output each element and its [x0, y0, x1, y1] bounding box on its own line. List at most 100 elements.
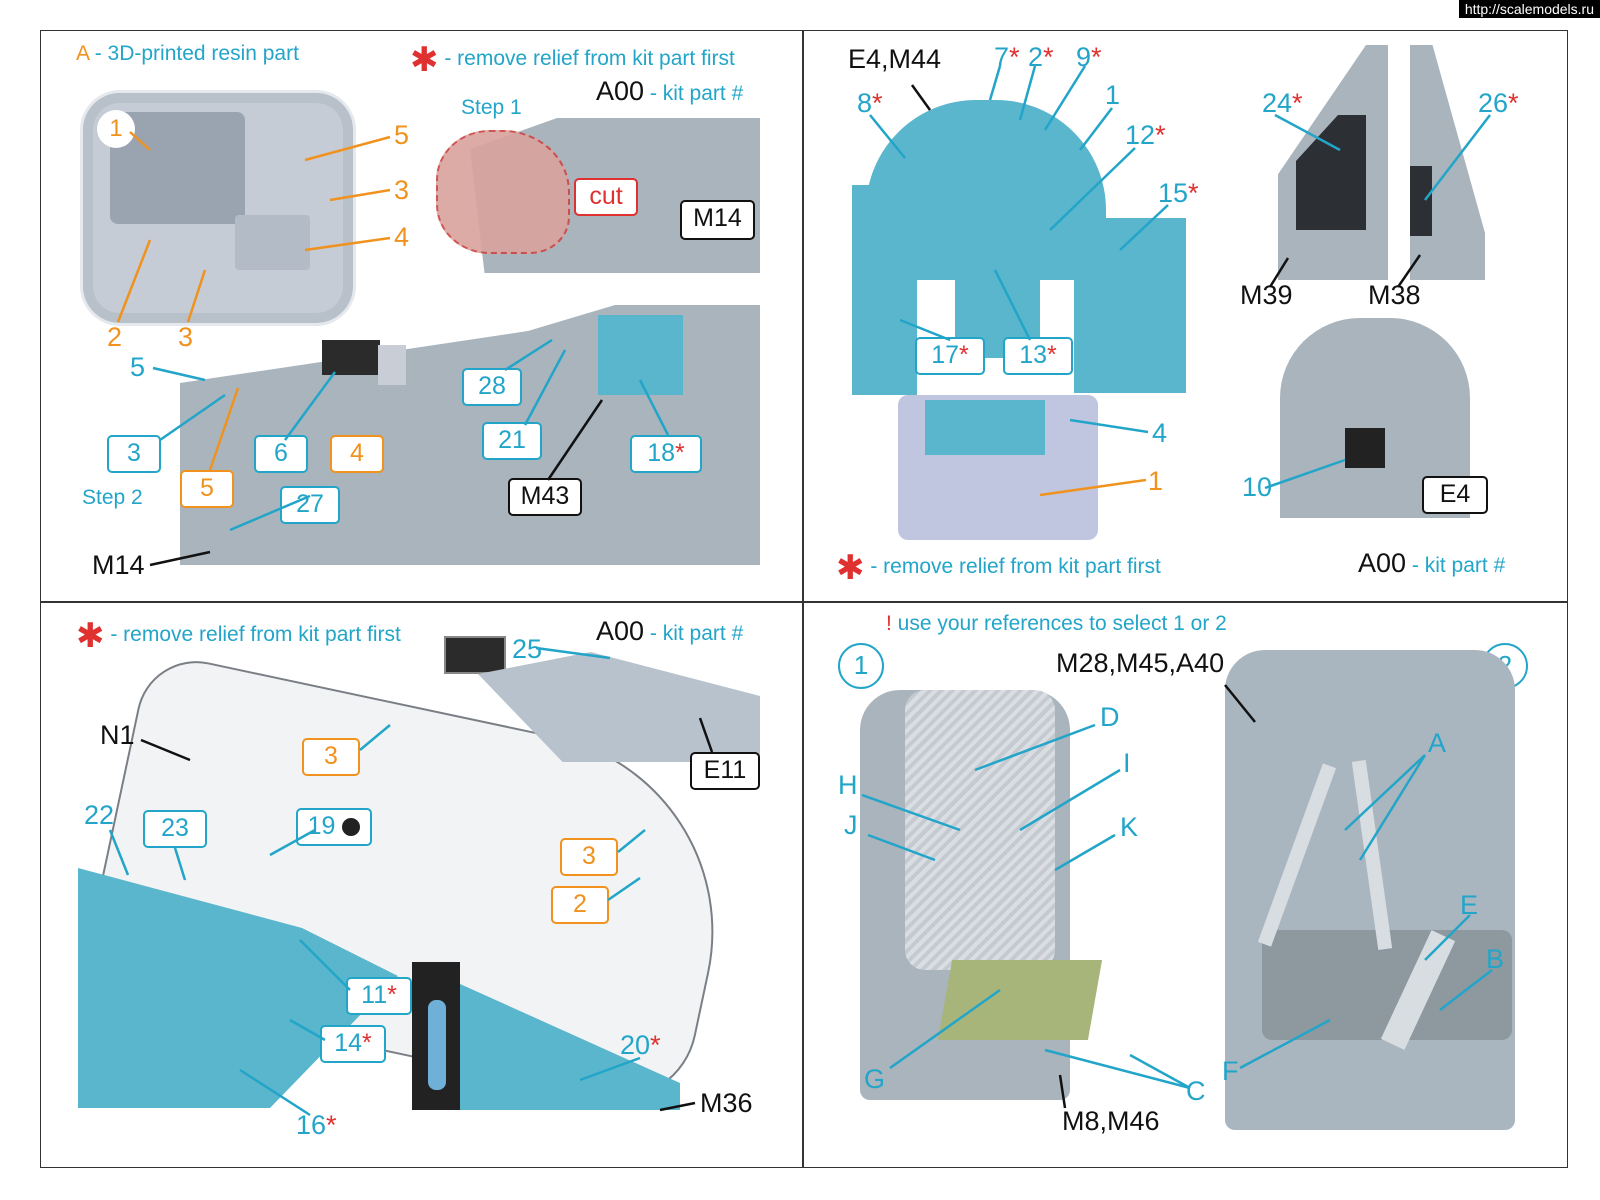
- legend-resin: A - 3D-printed resin part: [76, 42, 299, 66]
- callout-1: 1: [1105, 80, 1121, 110]
- callout-11: 11*: [346, 977, 412, 1015]
- callout-13-text: 13: [1019, 341, 1048, 369]
- m38-label: M38: [1368, 280, 1421, 310]
- seat-1-cushion: [937, 960, 1103, 1040]
- asterisk-icon: *: [675, 439, 685, 467]
- label-J: J: [844, 810, 858, 840]
- asterisk-icon: *: [1292, 88, 1303, 118]
- legend-kitpart-q2: A00 - kit part #: [1358, 548, 1505, 579]
- label-H: H: [838, 770, 858, 800]
- callout-18-text: 18: [647, 439, 676, 467]
- cut-region: [436, 130, 570, 254]
- remove-text: - remove relief from kit part first: [438, 47, 735, 70]
- asterisk-icon: *: [326, 1110, 337, 1140]
- kitpart-text-q3: - kit part #: [644, 622, 744, 645]
- seat-codes-top: M28,M45,A40: [1056, 648, 1225, 678]
- callout-26-text: 26: [1478, 88, 1509, 118]
- callout-19: 19: [296, 808, 372, 846]
- legend-remove: ✱ - remove relief from kit part first: [410, 40, 735, 80]
- asterisk-icon: ✱: [836, 549, 865, 587]
- callout-6: 6: [254, 435, 308, 473]
- asterisk-icon: ✱: [76, 617, 105, 655]
- tray-callout-3a: 3: [394, 175, 410, 205]
- legend-letter: A: [76, 42, 89, 65]
- tray-callout-5: 5: [394, 120, 410, 150]
- asterisk-icon: *: [1009, 42, 1020, 72]
- callout-17-text: 17: [931, 341, 960, 369]
- callout-4-step2: 4: [330, 435, 384, 473]
- asterisk-icon: *: [1091, 42, 1102, 72]
- asterisk-icon: *: [1508, 88, 1519, 118]
- callout-7: 7*: [994, 42, 1020, 73]
- asterisk-icon: *: [1043, 42, 1054, 72]
- callout-8-text: 8: [857, 88, 873, 118]
- resin-part-4: [235, 215, 310, 270]
- m14-label: M14: [92, 550, 145, 580]
- m39-label: M39: [1240, 280, 1293, 310]
- callout-12-text: 12: [1125, 120, 1156, 150]
- horizontal-divider: [40, 601, 1568, 603]
- n1-label: N1: [100, 720, 135, 750]
- oxygen-bottle-icon: [428, 1000, 446, 1090]
- legend-kitpart-q3: A00 - kit part #: [596, 616, 743, 647]
- callout-5-orange: 5: [180, 470, 234, 508]
- asterisk-icon: *: [387, 981, 397, 1009]
- option-1-badge: 1: [838, 643, 884, 689]
- legend-text: - 3D-printed resin part: [88, 42, 299, 65]
- m36-label: M36: [700, 1088, 753, 1118]
- decal-25-thumb: [444, 636, 506, 674]
- asterisk-icon: *: [1188, 178, 1199, 208]
- kitpart-text: - kit part #: [644, 82, 744, 105]
- m14-box: M14: [680, 200, 755, 240]
- callout-9: 9*: [1076, 42, 1102, 73]
- kitpart-code-q2: A00: [1358, 548, 1407, 578]
- tray-callout-1: 1: [97, 110, 135, 148]
- legend-remove-q2: ✱ - remove relief from kit part first: [836, 548, 1161, 588]
- callout-24-text: 24: [1262, 88, 1293, 118]
- right-side-panel: [1074, 218, 1186, 393]
- label-B: B: [1486, 944, 1505, 974]
- e11-box: E11: [690, 752, 760, 790]
- tray-callout-1-text: 1: [109, 115, 123, 142]
- asterisk-icon: *: [959, 341, 969, 369]
- callout-19-text: 19: [307, 812, 336, 840]
- cut-label: cut: [574, 178, 638, 216]
- callout-3-figure: 3: [560, 838, 618, 876]
- callout-28: 28: [462, 368, 522, 406]
- decal-10: [1345, 428, 1385, 468]
- label-I: I: [1123, 748, 1131, 778]
- callout-13: 13*: [1003, 337, 1073, 375]
- callout-3-canopy: 3: [302, 738, 360, 776]
- callout-14-text: 14: [334, 1029, 363, 1057]
- instrument-panel-18: [598, 315, 683, 395]
- callout-25: 25: [512, 634, 543, 664]
- callout-22: 22: [84, 800, 115, 830]
- instruction-frame: [40, 30, 1568, 1168]
- kitpart-text-q2: - kit part #: [1406, 554, 1506, 577]
- remove-text-q2: - remove relief from kit part first: [864, 555, 1161, 578]
- panel-6: [322, 340, 380, 375]
- callout-24: 24*: [1262, 88, 1303, 119]
- step-1-label: Step 1: [461, 96, 522, 119]
- callout-12: 12*: [1125, 120, 1166, 151]
- callout-15: 15*: [1158, 178, 1199, 209]
- left-side-panel: [852, 185, 917, 395]
- label-F: F: [1222, 1056, 1239, 1086]
- m43-box: M43: [508, 478, 582, 516]
- callout-2-figure: 2: [551, 886, 609, 924]
- asterisk-icon: *: [362, 1029, 372, 1057]
- callout-4: 4: [1152, 418, 1168, 448]
- tray-callout-3b: 3: [178, 322, 194, 352]
- tray-callout-2: 2: [107, 322, 123, 352]
- label-A: A: [1428, 728, 1447, 758]
- selection-note: ! use your references to select 1 or 2: [886, 612, 1227, 636]
- asterisk-icon: *: [650, 1030, 661, 1060]
- callout-15-text: 15: [1158, 178, 1189, 208]
- asterisk-icon: ✱: [410, 41, 439, 79]
- callout-3-step2: 3: [107, 435, 161, 473]
- decal-26: [1410, 166, 1432, 236]
- callout-9-text: 9: [1076, 42, 1092, 72]
- callout-20: 20*: [620, 1030, 661, 1061]
- callout-7-text: 7: [994, 42, 1010, 72]
- callout-21: 21: [482, 422, 542, 460]
